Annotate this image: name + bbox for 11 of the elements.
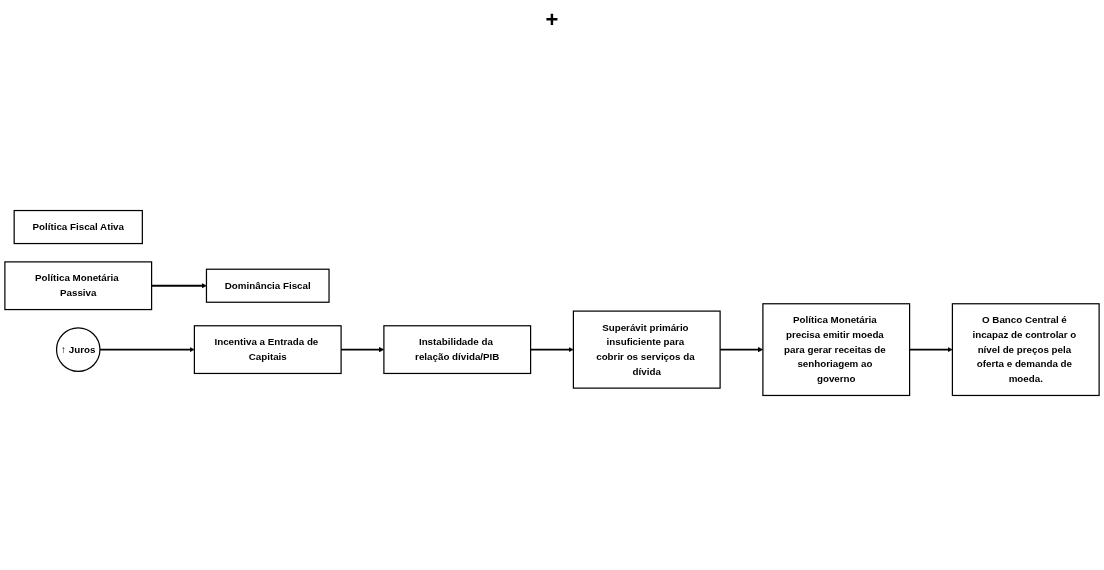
node-box: Política Monetária precisa emitir moeda para gerar receitas de senhoriagem ao governo [762, 302, 911, 396]
node-box: Dominância Fiscal [205, 268, 330, 303]
node-box: Instabilidade da relação dívida/PIB [383, 324, 532, 374]
node-box: O Banco Central é incapaz de controlar o nível de preços pela oferta e demanda de moeda. [951, 302, 1100, 396]
node-circle: ↑ Juros [55, 326, 101, 372]
node-box: Política Monetária Passiva [4, 260, 153, 310]
plus-sign: + [545, 7, 559, 33]
node-box: Superávit primário insuficiente para cobrir os serviços da dívida [572, 310, 721, 389]
node-box: Política Fiscal Ativa [13, 209, 143, 244]
arrow [99, 346, 195, 352]
node-box: Incentiva a Entrada de Capitais [193, 324, 342, 374]
